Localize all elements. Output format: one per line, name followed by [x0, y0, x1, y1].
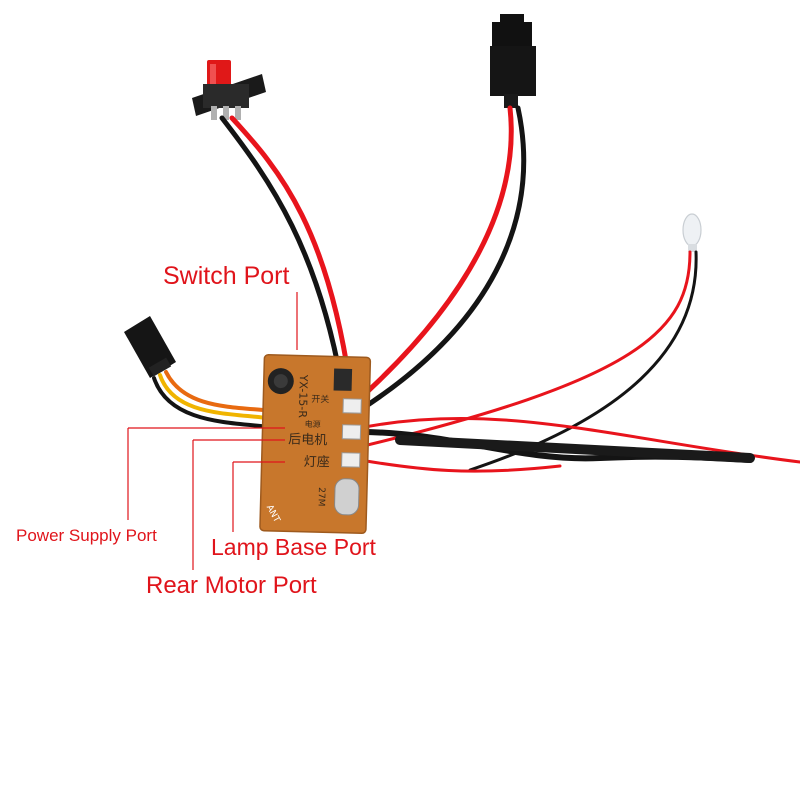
wire-black [357, 105, 527, 413]
crystal-silk-text: 27M [316, 487, 326, 506]
led-base [688, 244, 697, 252]
connector-boot [504, 94, 518, 108]
three-pin-plug [124, 316, 176, 378]
crystal-oscillator [334, 478, 360, 516]
heat-shrink-tube [395, 435, 755, 463]
plug-collar [148, 357, 172, 377]
switch-pin [211, 106, 217, 120]
switch-knob-highlight [210, 64, 216, 88]
power-silk-text: 电源 [305, 419, 321, 429]
power-supply-port-label: Power Supply Port [16, 526, 157, 545]
motor-connector [341, 424, 362, 440]
callout-lines [127, 292, 298, 570]
rear-motor-silk-text: 后电机 [288, 432, 327, 448]
wire-black [468, 250, 698, 472]
switch-port-label: Switch Port [163, 262, 290, 290]
rear-motor-port-label: Rear Motor Port [146, 572, 317, 599]
connector-body [490, 46, 536, 96]
switch-body [203, 84, 249, 108]
lamp-connector [341, 452, 361, 468]
pcb-board: YX-15-R 开关 电源 后电机 灯座 27M ANT [259, 353, 372, 535]
switch-silk-text: 开关 [311, 393, 329, 405]
lamp-base-port-label: Lamp Base Port [211, 534, 376, 560]
board-model-text: YX-15-R [296, 374, 310, 419]
connector-latch [500, 14, 524, 26]
connector-cap [492, 22, 532, 50]
capacitor-top [273, 374, 288, 389]
power-connector [490, 14, 536, 108]
ic-chip [333, 368, 353, 391]
switch-pin [235, 106, 241, 120]
led-lens [682, 213, 702, 247]
slide-switch [192, 60, 266, 120]
lamp-silk-text: 灯座 [303, 455, 329, 471]
wire-red [358, 458, 562, 473]
wire-red [353, 250, 692, 450]
wire-red [353, 105, 514, 405]
wire-black [219, 115, 347, 401]
switch-connector [342, 398, 362, 414]
wires [152, 105, 800, 473]
wire-yellow [158, 373, 282, 422]
led-bulb [682, 213, 702, 252]
switch-pin [223, 106, 229, 120]
wire-red [229, 115, 355, 403]
